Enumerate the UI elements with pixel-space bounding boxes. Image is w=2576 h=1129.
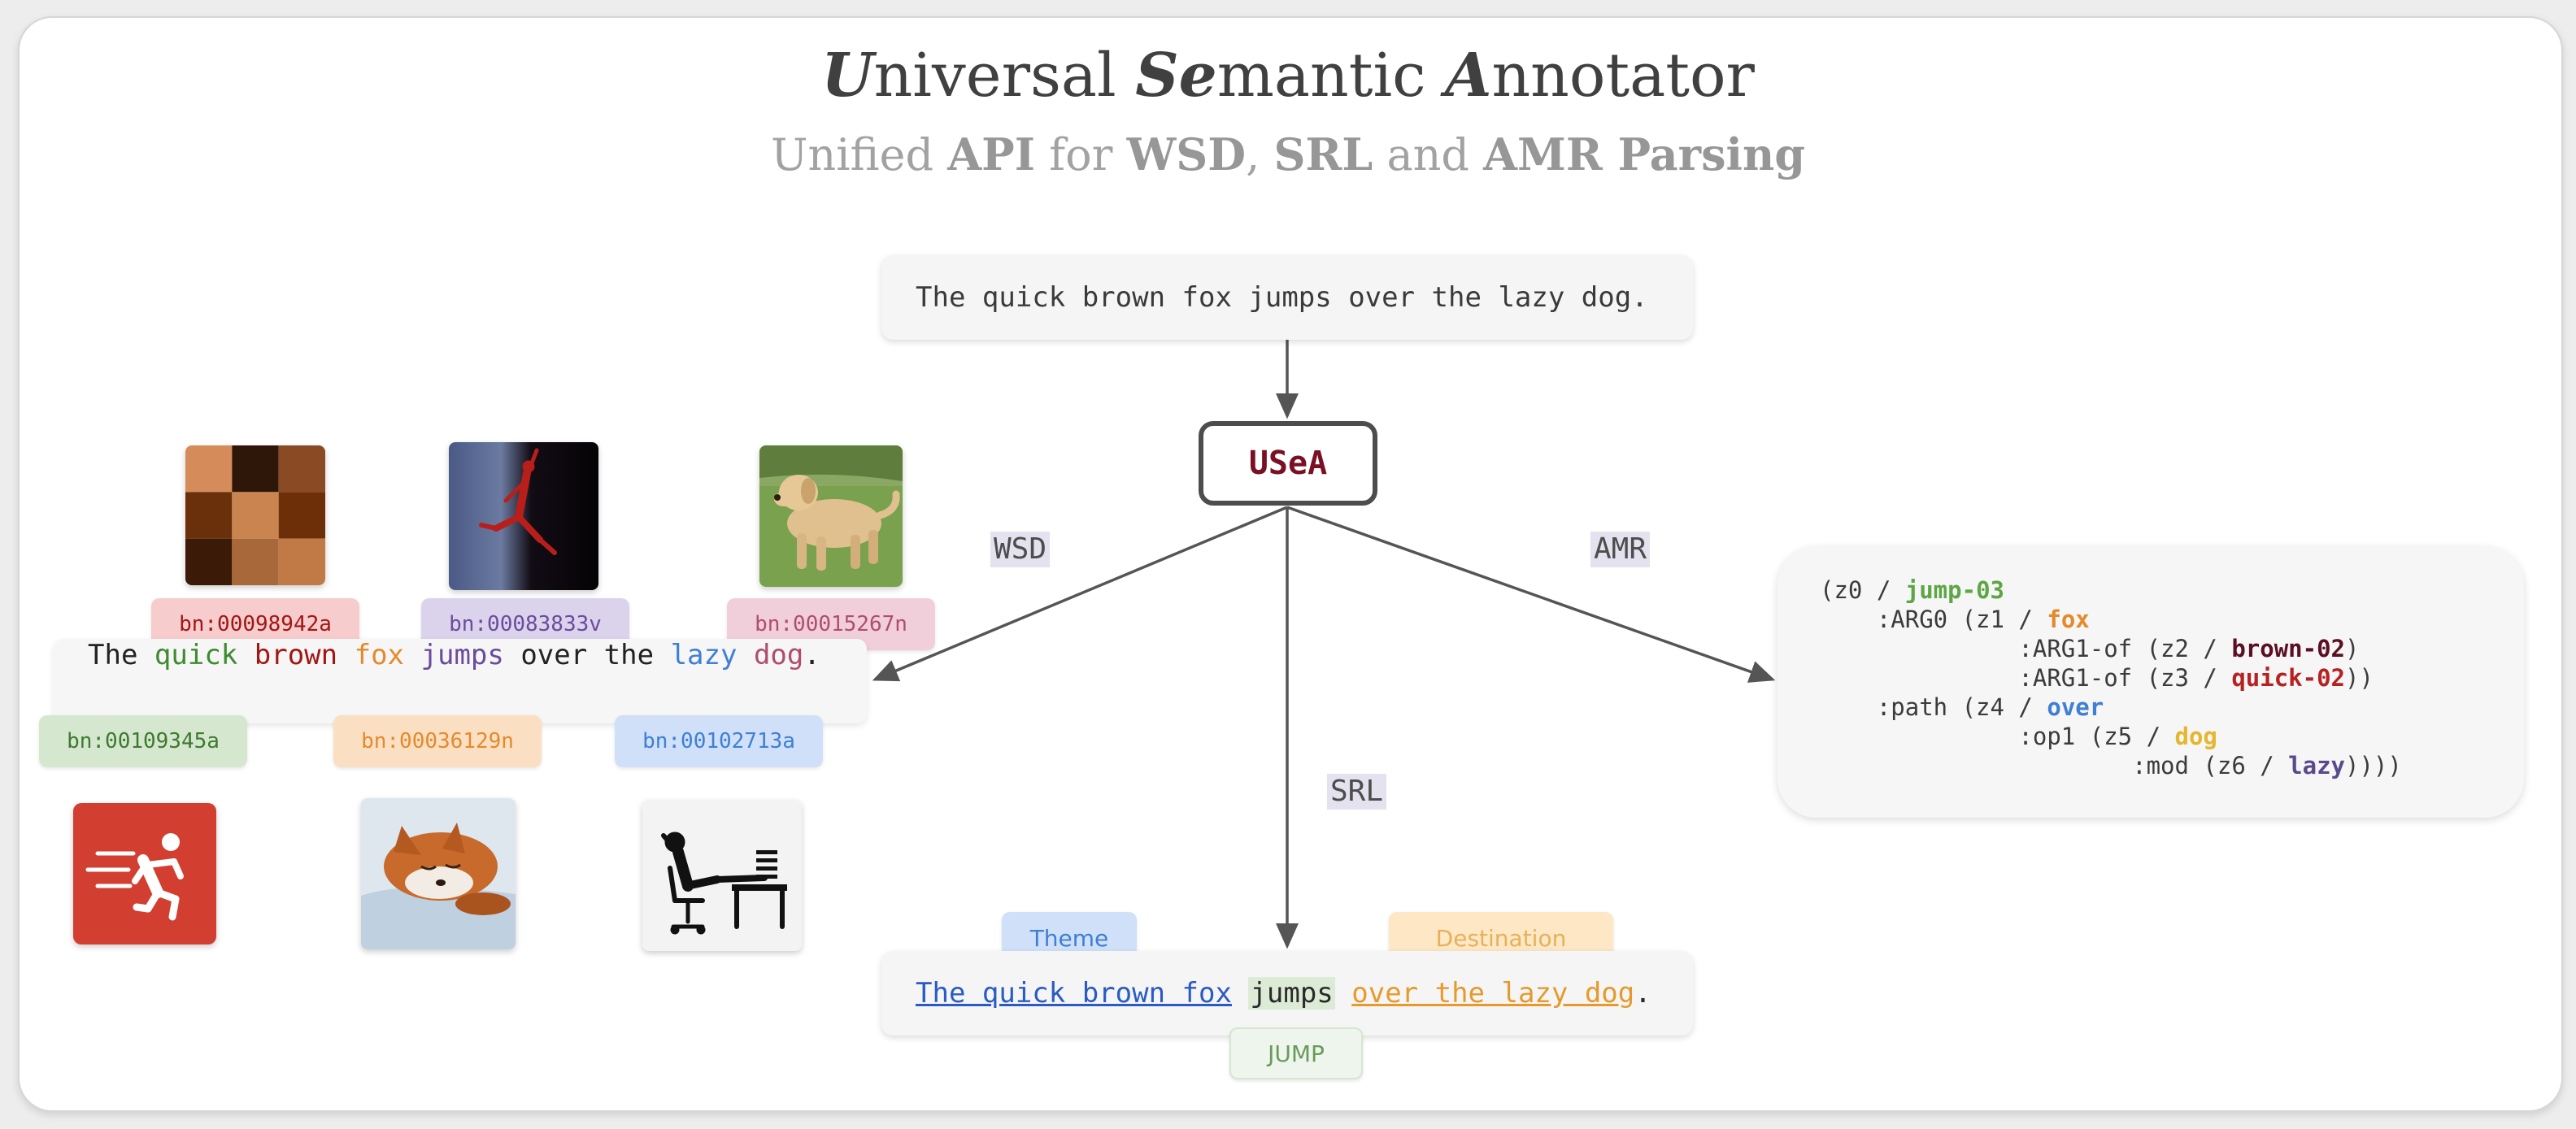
amr-concept: brown-02 <box>2231 635 2346 662</box>
srl-argument-destination: over the lazy dog <box>1351 977 1635 1010</box>
page-subtitle: Unified API for WSD, SRL and AMR Parsing <box>770 128 1806 180</box>
wsd-token <box>337 639 354 671</box>
edge-label-srl: SRL <box>1327 774 1387 810</box>
srl-argument-theme: The quick brown fox <box>916 977 1232 1010</box>
wsd-sentence-box: The quick brown fox jumps over the lazy … <box>54 639 867 723</box>
wsd-token: lazy <box>670 639 738 671</box>
sense-id: bn:00083833v <box>449 612 602 636</box>
role-label: Destination <box>1435 924 1567 952</box>
usea-label: USeA <box>1248 445 1328 482</box>
srl-sentence-box: The quick brown fox jumps over the lazy … <box>881 951 1693 1036</box>
amr-graph-box: (z0 / jump-03 :ARG0 (z1 / fox :ARG1-of (… <box>1778 546 2524 818</box>
sense-id: bn:00098942a <box>179 612 332 636</box>
input-sentence-box: The quick brown fox jumps over the lazy … <box>881 255 1693 340</box>
wsd-token: jumps <box>420 639 504 671</box>
wsd-token: over the <box>503 639 671 671</box>
amr-syntax: )))) <box>2345 752 2402 779</box>
brown-color-swatch <box>185 445 325 585</box>
jumping-dancer-photo <box>449 442 598 590</box>
sense-id: bn:00036129n <box>361 729 514 753</box>
amr-syntax: :path (z4 / <box>1820 693 2047 721</box>
wsd-token: fox <box>354 639 405 671</box>
wsd-token: dog <box>753 639 804 671</box>
dog-photo <box>759 445 903 587</box>
amr-graph: (z0 / jump-03 :ARG0 (z1 / fox :ARG1-of (… <box>1820 575 2402 780</box>
amr-syntax: ) <box>2345 635 2360 662</box>
sense-id: bn:00015267n <box>755 612 907 636</box>
role-label: JUMP <box>1268 1040 1325 1067</box>
srl-end-punct: . <box>1634 977 1651 1010</box>
amr-concept: dog <box>2174 723 2217 750</box>
wsd-token: The <box>88 639 138 671</box>
arrow-usea-to-wsd <box>872 506 1288 682</box>
wsd-token <box>404 639 420 671</box>
amr-concept: over <box>2047 693 2104 721</box>
role-badge-predicate: JUMP <box>1229 1027 1363 1079</box>
srl-predicate: jumps <box>1248 977 1335 1010</box>
sense-badge: bn:00102713a <box>615 715 823 767</box>
relaxing-person-icon <box>642 800 802 951</box>
sense-id: bn:00109345a <box>67 729 220 753</box>
wsd-token: . <box>803 639 820 671</box>
page-title: Universal Semantic Annotator <box>821 41 1755 111</box>
amr-syntax: (z0 / <box>1820 576 1905 604</box>
amr-concept: quick-02 <box>2231 664 2346 692</box>
amr-concept: jump-03 <box>1904 576 2004 604</box>
edge-label-amr: AMR <box>1590 532 1651 567</box>
wsd-token: quick <box>154 639 238 671</box>
sense-badge: bn:00036129n <box>333 715 542 767</box>
role-label: Theme <box>1029 924 1109 952</box>
wsd-token <box>237 639 254 671</box>
wsd-token: brown <box>254 639 338 671</box>
sense-id: bn:00102713a <box>642 729 795 753</box>
amr-syntax: :ARG0 (z1 / <box>1820 606 2047 633</box>
sense-badge: bn:00109345a <box>39 715 247 767</box>
wsd-token <box>737 639 753 671</box>
wsd-token <box>137 639 154 671</box>
amr-concept: fox <box>2047 606 2090 633</box>
running-person-icon <box>73 803 216 944</box>
input-sentence: The quick brown fox jumps over the lazy … <box>916 281 1648 314</box>
amr-syntax: :mod (z6 / <box>1820 752 2289 779</box>
fox-photo <box>361 798 516 949</box>
amr-concept: lazy <box>2288 752 2346 779</box>
amr-syntax: )) <box>2345 664 2374 692</box>
usea-node: USeA <box>1199 421 1377 506</box>
amr-syntax: :ARG1-of (z2 / <box>1820 635 2232 662</box>
edge-label-wsd: WSD <box>990 532 1051 567</box>
arrow-usea-to-amr <box>1286 506 1776 683</box>
amr-syntax: :op1 (z5 / <box>1820 723 2175 750</box>
amr-syntax: :ARG1-of (z3 / <box>1820 664 2232 692</box>
